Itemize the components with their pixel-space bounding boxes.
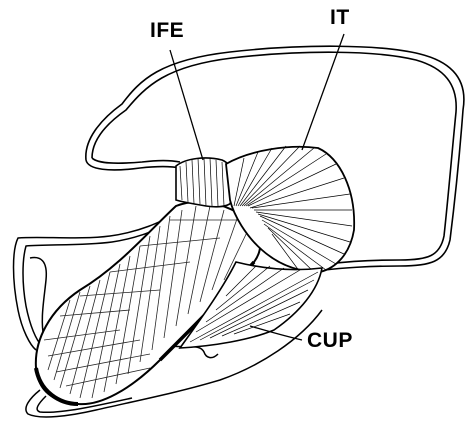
cup-label: CUP <box>307 330 353 351</box>
it-leader-line <box>302 34 344 150</box>
ife-label: IFE <box>150 20 184 41</box>
ife-leader-line <box>170 50 203 160</box>
it-label: IT <box>330 7 350 28</box>
